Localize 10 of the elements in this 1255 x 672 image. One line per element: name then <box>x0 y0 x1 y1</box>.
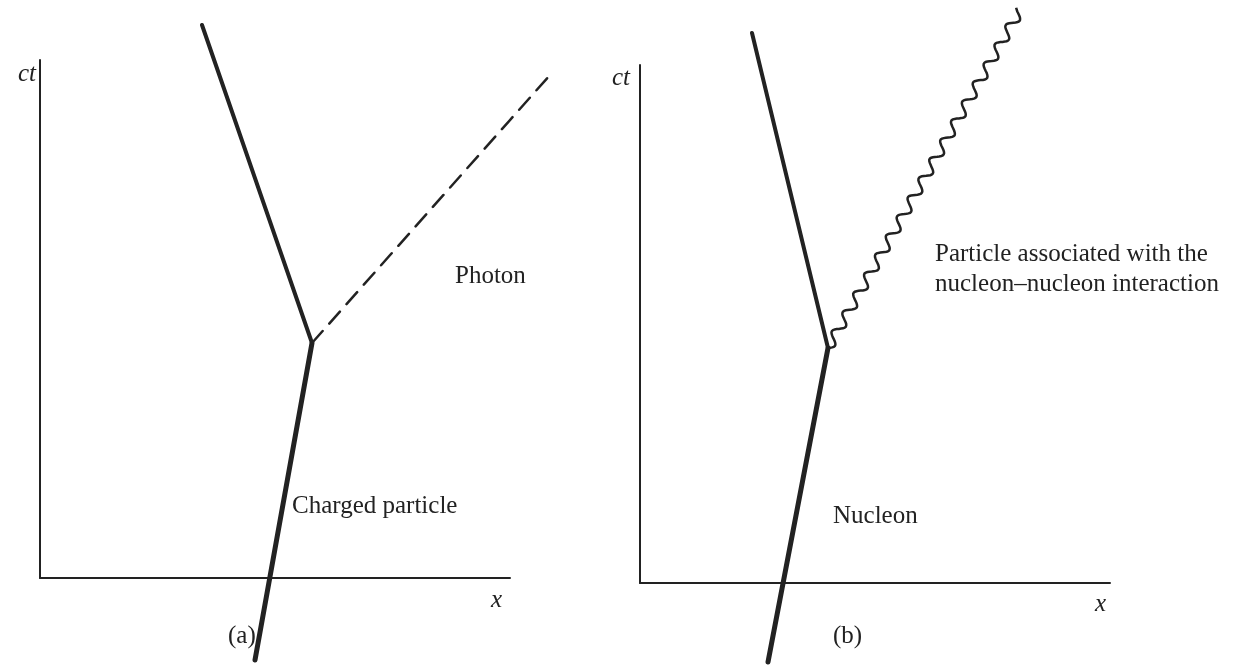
line-label: Charged particle <box>292 490 458 520</box>
axis-label: x <box>491 584 503 614</box>
panel-label: (a) <box>228 620 256 650</box>
line-label: Photon <box>455 260 526 290</box>
line-label: Particle associated with the nucleon–nucleon interaction <box>935 238 1220 298</box>
panel-label: (b) <box>833 620 863 650</box>
line-label: Nucleon <box>833 500 918 530</box>
axis-label: ct <box>18 58 37 88</box>
axis-label: ct <box>612 62 631 92</box>
axis-label: x <box>1095 588 1107 618</box>
